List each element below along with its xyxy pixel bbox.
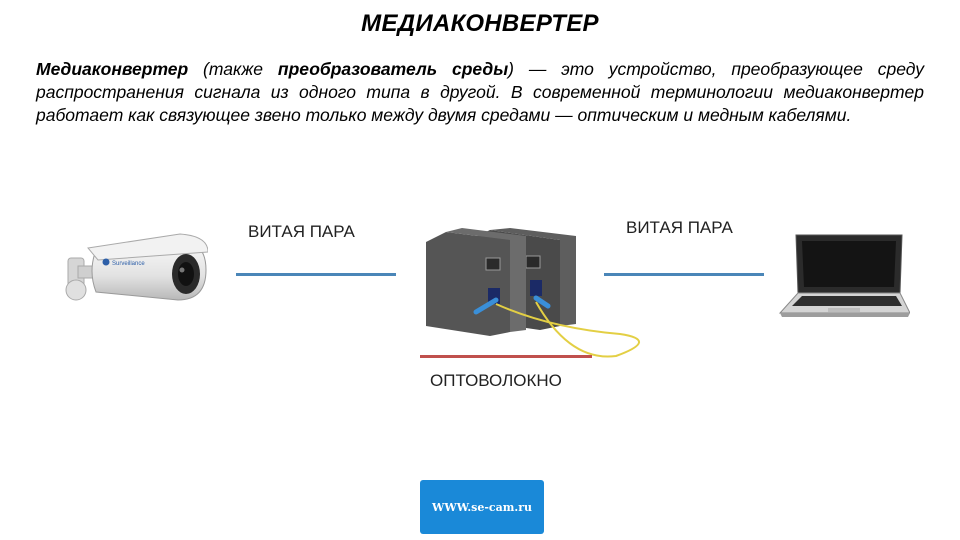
twisted-pair-right-label: ВИТАЯ ПАРА [626, 218, 733, 237]
camera-brand-text: Surveillance [112, 261, 145, 267]
laptop-icon [778, 233, 911, 319]
desc-part1: (также [188, 59, 278, 79]
website-link-button[interactable]: WWW.se-cam.ru [420, 480, 544, 534]
description-paragraph: Медиаконвертер (также преобразователь ср… [36, 58, 924, 127]
twisted-pair-right-line [604, 273, 764, 276]
camera-icon: Surveillance [58, 228, 209, 318]
desc-part2: ) — это устройство, преобразующее среду … [36, 59, 924, 125]
media-converter-icon [420, 228, 660, 358]
fiber-label: ОПТОВОЛОКНО [430, 371, 562, 390]
term-bold: Медиаконвертер [36, 59, 189, 79]
twisted-pair-left-label: ВИТАЯ ПАРА [248, 222, 355, 241]
twisted-pair-left-line [236, 273, 396, 276]
alias-bold: преобразователь среды [277, 59, 509, 79]
fiber-line [420, 355, 592, 358]
page-title: МЕДИАКОНВЕРТЕР [361, 10, 599, 37]
